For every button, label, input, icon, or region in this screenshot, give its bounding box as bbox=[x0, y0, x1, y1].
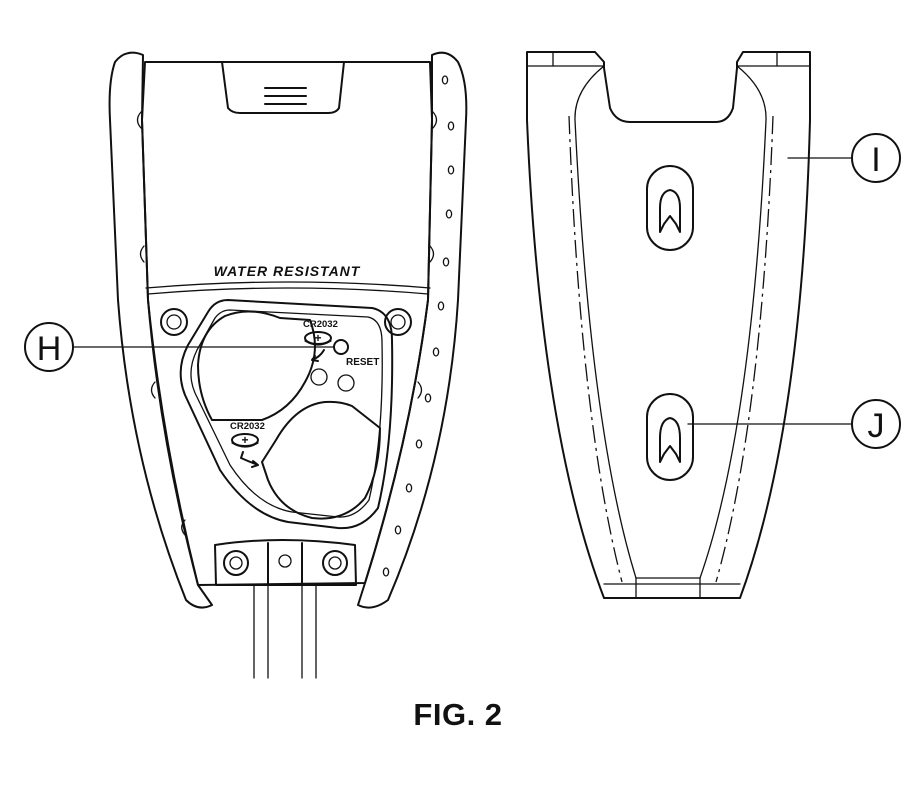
bumper-nub bbox=[141, 246, 145, 262]
battery-slot-1 bbox=[198, 311, 315, 420]
mount-block bbox=[215, 540, 356, 585]
screw-upper-left bbox=[161, 309, 187, 335]
callout-j-label: J bbox=[868, 407, 885, 445]
keyhole-slot-upper bbox=[647, 166, 693, 250]
bracket-rail-left bbox=[575, 66, 636, 578]
housing-seam bbox=[146, 282, 430, 288]
battery-polarity-top: + bbox=[314, 331, 321, 345]
callout-j: J bbox=[688, 400, 900, 448]
callout-i-label: I bbox=[871, 141, 880, 179]
bumper-nub bbox=[433, 112, 437, 128]
screw-bottom-right bbox=[323, 551, 347, 575]
sensor-back-view: WATER RESISTANT bbox=[110, 53, 467, 678]
bumper-nub bbox=[152, 382, 156, 398]
mounting-bracket bbox=[527, 52, 810, 598]
callout-h-label: H bbox=[37, 330, 62, 368]
keyhole-slot-lower bbox=[647, 394, 693, 480]
battery-compartment-inner bbox=[191, 310, 382, 517]
battery-slot-2 bbox=[262, 402, 380, 519]
small-port bbox=[311, 369, 327, 385]
right-bumper bbox=[358, 53, 466, 608]
cable-stem bbox=[268, 543, 302, 585]
water-resistant-label: WATER RESISTANT bbox=[214, 263, 361, 279]
rotate-arrow-bottom-icon bbox=[241, 452, 258, 467]
battery-polarity-bottom: + bbox=[241, 433, 248, 447]
battery-compartment-outer bbox=[181, 300, 393, 528]
callout-i: I bbox=[788, 134, 900, 182]
bracket-rail-right bbox=[700, 66, 766, 578]
screw-bottom-left bbox=[224, 551, 248, 575]
small-port bbox=[338, 375, 354, 391]
reset-button[interactable] bbox=[334, 340, 348, 354]
bumper-nub bbox=[418, 382, 422, 398]
callout-h: H bbox=[25, 323, 334, 371]
battery-label-top: CR2032 bbox=[303, 319, 338, 330]
bumper-vent-holes bbox=[383, 76, 453, 576]
battery-label-bottom: CR2032 bbox=[230, 421, 265, 432]
bumper-nub bbox=[430, 246, 434, 262]
figure-caption: FIG. 2 bbox=[0, 697, 916, 733]
bumper-nub bbox=[138, 112, 142, 128]
reset-label: RESET bbox=[346, 357, 379, 368]
housing-seam-inner bbox=[148, 288, 428, 294]
stem-screw bbox=[279, 555, 291, 567]
bracket-fold-right bbox=[716, 116, 773, 582]
